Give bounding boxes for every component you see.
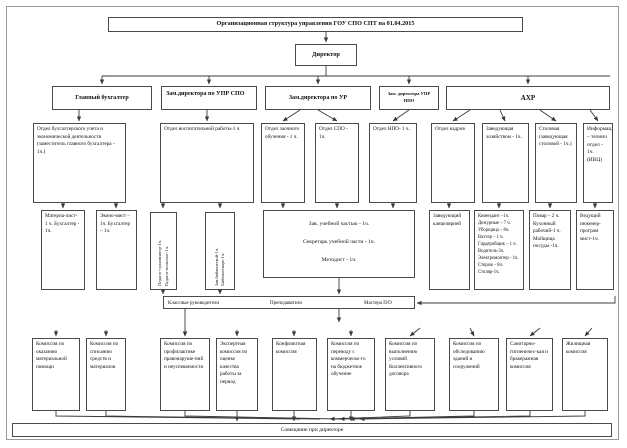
commission-box-conflict: Конфликтная комиссия [272,338,317,411]
level3-box-it-dept: Информац. – технич отдел - 1ч. (ИВЦ) [583,123,613,203]
level2-box-ahr: АХР [446,86,610,110]
commission-box-material-aid: Комиссия по оказанию материальной помощи [32,338,80,411]
level4-box-economist-accountant: Эконо-мист – 1ч. Бухгалтер – 1ч. [96,210,137,290]
level3-box-hr-dept: Отдел кадров [431,123,475,203]
level3-box-accounting-dept: Отдел бухгалтерского учета и экономическ… [33,123,126,203]
level4-box-library-staff: Зав.библиотекой-1ч. Библиотекарь-1ч. [205,212,235,290]
page-border [6,6,619,440]
commission-box-expert-quality: Экспертная комиссия по оценке качества р… [216,338,258,411]
level3-box-household-manager: Заведующая хозяйством - 1ч. [482,123,529,203]
commission-box-write-off: Комиссия по списанию средств и материало… [86,338,126,411]
commission-box-building-survey: Комиссия по обследованию зданий и сооруж… [449,338,499,411]
commission-box-housing: Жилищная комиссия [562,338,608,411]
pedagogue-psychologist-label: Педагог-психолог-1ч. [163,245,169,286]
staff-bar-item-class-teachers: Классные руководители [168,301,220,307]
level2-box-deputy-upr-spo: Зам.директора по УПР СПО [161,86,257,110]
level3-box-npo-dept: Отдел НПО- 1 ч. [369,123,417,203]
staff-bar-item-teachers: Преподаватели [270,301,303,307]
level3-box-spo-dept: Отдел СПО - 1ч. [315,123,359,203]
footer-meeting-bar: Совещание при директоре [12,423,612,437]
head-librarian-label: Зав.библиотекой-1ч. [213,248,219,286]
level4-box-lead-engineer: Ведущий инженер-програм мист-1ч. [576,210,614,290]
level4-box-pedagogue-staff: Педагог-организатор-1ч. Педагог-психолог… [150,212,177,290]
chart-title: Организационная структура управления ГОУ… [108,17,523,32]
level3-box-education-work-dept: Отдел воспитательной работы-1 ч. [160,123,254,203]
director-box: Директор [295,44,357,66]
pedagogue-organizer-label: Педагог-организатор-1ч. [157,239,163,286]
level4-box-kitchen-staff: Повар – 2 ч. Кухонный рабочий-1 ч. Мойщи… [529,210,571,290]
level2-box-chief-accountant: Главный бухгалтер [52,86,152,110]
commission-box-transfer-budget: Комиссия по переводу с коммерческо-го на… [327,338,375,411]
commission-box-sanitary: Санитарно-гигиеничес-кая и бракеражная к… [506,338,553,411]
level4-box-support-staff: Комендант –1ч. Дежурные – 7 ч. Уборщица … [474,210,524,290]
level2-box-deputy-upr-npo: Зам. директора УПР НПО [379,86,439,110]
level4-box-academic-affairs: Зав. учебной частью - 1ч. Секретарь учеб… [263,210,415,278]
commission-box-collective-agreement: Комиссия по выполнению условий Коллектив… [385,338,435,411]
librarian-label: Библиотекарь-1ч. [220,253,225,286]
staff-bar-item-masters: Мастера П/О [364,301,392,307]
level2-box-deputy-ur: Зам.директора по УР [265,86,371,110]
commission-box-prevention: Комиссия по профилактике правонаруше-ний… [160,338,210,411]
level3-box-correspondence-dept: Отдел заочного обучения - 1 ч. [261,123,305,203]
staff-bar: Классные руководители Преподаватели Маст… [163,296,415,309]
level4-box-office-manager: Заведующий канцелярией [429,210,470,290]
level3-box-canteen: Столовая (заведующая столовой - 1ч.) [535,123,577,203]
level4-box-materials-accountant: Материа-лист- 1 ч. Бухгалтер - 1ч. [41,210,85,290]
